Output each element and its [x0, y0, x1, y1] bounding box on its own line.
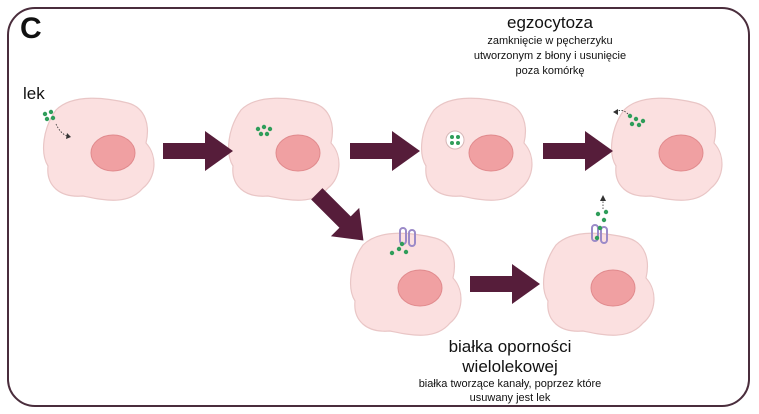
panel-letter: C	[20, 12, 42, 45]
cell-2	[227, 97, 340, 201]
mdr-title-line-2: wielolekowej	[462, 357, 558, 376]
exocytosis-title: egzocytoza	[507, 13, 593, 32]
exocytosis-desc-line-1: zamknięcie w pęcherzyku	[487, 35, 613, 47]
exocytosis-description: zamknięcie w pęcherzyku utworzonym z bło…	[440, 34, 660, 79]
drug-label: lek	[23, 84, 45, 103]
mdr-title: białka oporności wielolekowej	[390, 337, 630, 377]
arrow-2	[350, 131, 420, 171]
exit-path-arrowhead-icon	[613, 109, 618, 115]
channel-protein	[389, 227, 416, 256]
cell-3	[420, 97, 533, 201]
entry-path-arrowhead-icon	[66, 133, 71, 139]
arrow-5	[470, 264, 540, 304]
nucleus	[658, 134, 704, 172]
arrow-3	[543, 131, 613, 171]
drug-particles-entering	[42, 109, 71, 139]
nucleus	[397, 269, 443, 307]
drug-particles-exocytosed	[613, 109, 646, 128]
cell-1	[42, 97, 155, 201]
mdr-desc-line-1: białka tworzące kanały, poprzez które	[418, 378, 602, 390]
exocytosis-desc-line-3: poza komórkę	[515, 65, 585, 77]
exocytosis-desc-line-2: utworzonym z błony i usunięcie	[473, 50, 627, 62]
mdr-title-line-1: białka oporności	[448, 337, 572, 356]
entry-path	[55, 123, 68, 137]
arrow-4-diagonal	[311, 188, 364, 241]
arrow-1	[163, 131, 233, 171]
nucleus	[468, 134, 514, 172]
nucleus	[90, 134, 136, 172]
panel-frame	[7, 7, 750, 407]
cell-5	[349, 232, 462, 336]
mdr-description: białka tworzące kanały, poprzez które us…	[380, 377, 640, 405]
efflux-path-arrowhead-icon	[600, 195, 606, 201]
channel-protein-efflux	[591, 195, 609, 244]
mdr-desc-line-2: usuwany jest lek	[469, 392, 551, 404]
vesicle	[445, 130, 465, 150]
nucleus	[590, 269, 636, 307]
cell-6	[542, 232, 655, 336]
drug-particles-inside	[255, 124, 273, 137]
nucleus	[275, 134, 321, 172]
cell-4	[610, 97, 723, 201]
